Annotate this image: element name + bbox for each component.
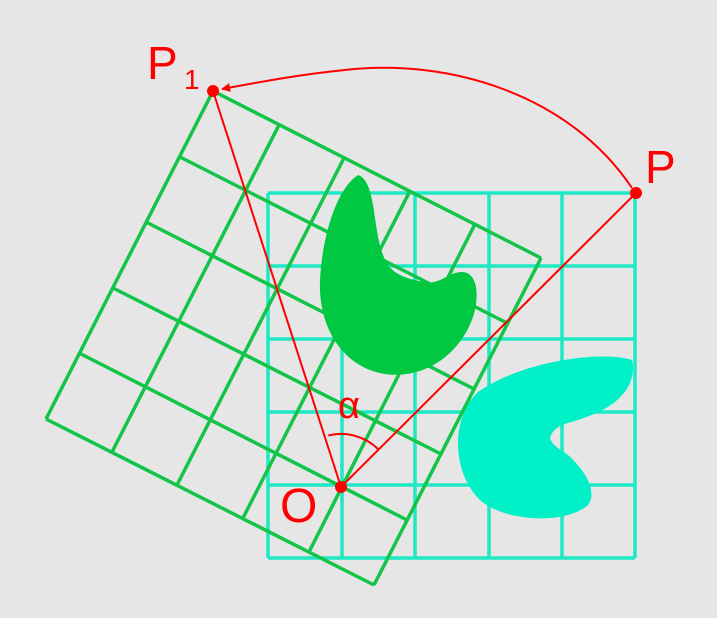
segment-o-p1 [212, 90, 342, 488]
label-p: P [645, 141, 676, 193]
original-shape [458, 356, 634, 519]
origin-dot [335, 481, 347, 493]
rotation-arrow-arc [221, 66, 633, 189]
rotated-grid [44, 89, 543, 587]
label-p1: P [147, 37, 178, 89]
label-p1-subscript: 1 [184, 64, 200, 95]
segment-o-p [340, 192, 637, 488]
point-p1-dot [207, 85, 219, 97]
label-angle: α [338, 385, 360, 427]
rotated-shape [319, 175, 477, 375]
label-origin: O [280, 480, 317, 533]
rotation-angle-arc [328, 432, 380, 451]
construction-lines [212, 66, 637, 488]
point-p-dot [630, 187, 642, 199]
